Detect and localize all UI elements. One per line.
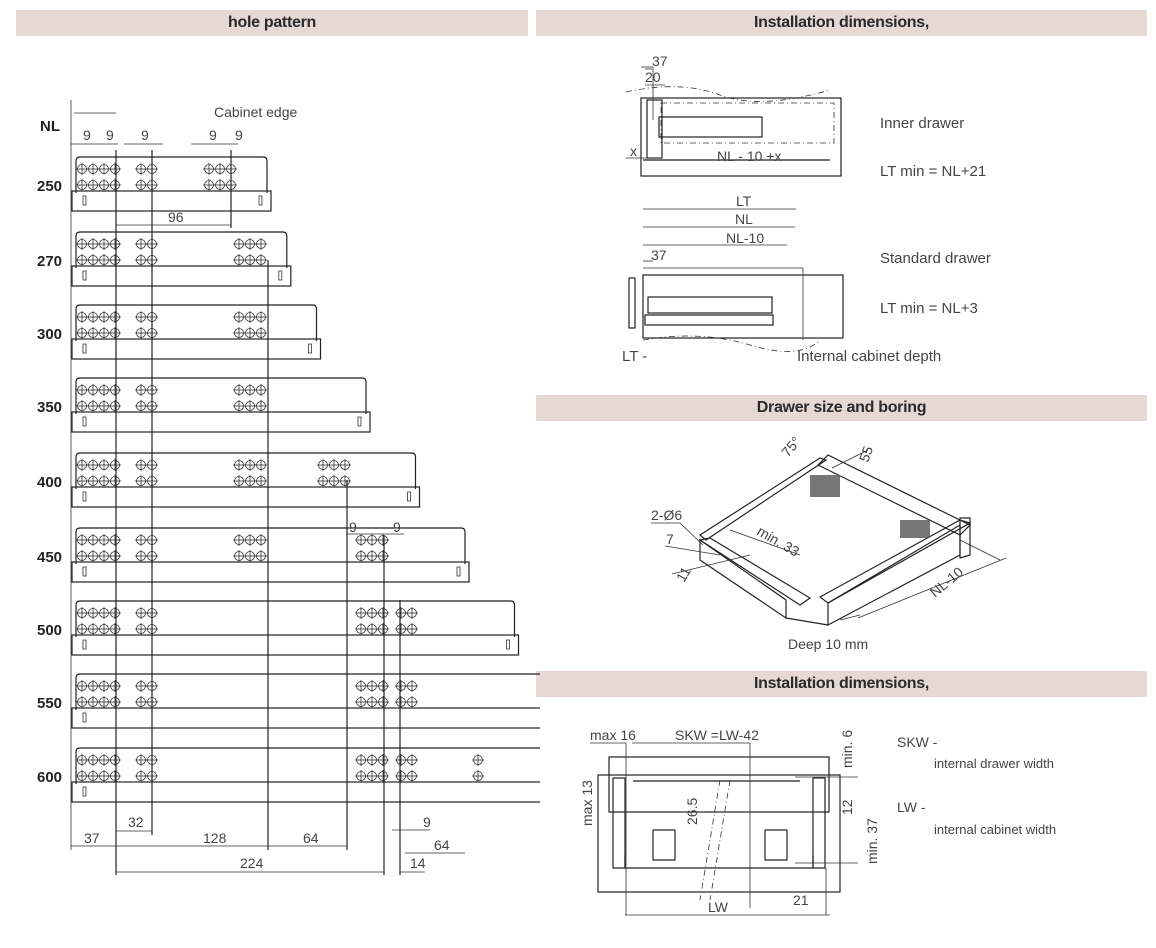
hinge-right [900, 520, 930, 538]
row-label-nl: 450 [37, 549, 62, 566]
nl-header: NL [40, 118, 60, 135]
slide-rail [71, 561, 470, 583]
slide-plate [75, 304, 318, 341]
dim-64: 64 [434, 837, 450, 853]
cabinet-section [597, 774, 841, 893]
lt-min-standard: LT min = NL+3 [880, 300, 978, 317]
slide-rail [71, 411, 371, 433]
hole-pattern-diagram: NL Cabinet edge 9 9 9 9 9 250 270 300 350 40… [37, 100, 540, 875]
dim-9: 9 [235, 127, 243, 143]
dim-9: 9 [349, 519, 357, 535]
cabinet-outline [640, 97, 842, 177]
dim-11: 11 [673, 564, 694, 585]
slide-plate [75, 156, 268, 193]
dim-min-33: min. 33 [755, 523, 803, 560]
dim-nl: NL [735, 211, 753, 227]
standard-drawer-label: Standard drawer [880, 250, 991, 267]
slide-rail [71, 634, 520, 656]
slide-profile-left [652, 829, 676, 861]
skw-key: SKW - [897, 734, 938, 750]
drawer-isometric [651, 449, 1007, 626]
lw-key: LW - [897, 799, 926, 815]
dim-14: 14 [410, 855, 426, 871]
slide-rail [71, 781, 540, 803]
dim-lt: LT [736, 193, 752, 209]
dim-128: 128 [203, 830, 227, 846]
dim-min-6: min. 6 [839, 730, 855, 768]
dim-9: 9 [83, 127, 91, 143]
dim-37: 37 [84, 830, 100, 846]
deep-10mm-label: Deep 10 mm [788, 636, 868, 652]
slide-rail [71, 707, 540, 729]
header-installation-dimensions-top: Installation dimensions, [536, 10, 1147, 36]
internal-cabinet-depth-label: Internal cabinet depth [797, 348, 941, 365]
dim-32: 32 [128, 814, 144, 830]
dim-nl-10-x: NL - 10 +x [717, 148, 781, 164]
dim-lw: LW [708, 899, 729, 915]
header-installation-dimensions-bottom: Installation dimensions, [536, 671, 1147, 697]
cabinet-edge-label: Cabinet edge [214, 104, 298, 120]
dim-7: 7 [666, 531, 674, 547]
row-label-nl: 350 [37, 399, 62, 416]
dim-37: 37 [651, 247, 667, 263]
dim-26-5: 26.5 [684, 798, 700, 825]
dim-9: 9 [209, 127, 217, 143]
row-label-nl: 400 [37, 474, 62, 491]
slide-plate [75, 527, 466, 564]
slide-plate [75, 377, 367, 414]
dim-9: 9 [423, 814, 431, 830]
slide-plate [75, 600, 516, 637]
hinge-left [810, 475, 840, 497]
slide-plate [75, 747, 540, 784]
dim-96: 96 [168, 209, 184, 225]
inner-drawer-label: Inner drawer [880, 115, 964, 132]
dim-9: 9 [393, 519, 401, 535]
dim-skw-eq: SKW =LW-42 [675, 727, 759, 743]
row-label-nl: 300 [37, 326, 62, 343]
row-label-nl: 600 [37, 769, 62, 786]
row-label-nl: 270 [37, 253, 62, 270]
slide-rail [658, 116, 763, 138]
row-label-nl: 500 [37, 622, 62, 639]
slide-profile-right [764, 829, 788, 861]
dim-21: 21 [793, 892, 809, 908]
lt-min-inner: LT min = NL+21 [880, 163, 986, 180]
lw-description: internal cabinet width [934, 822, 1056, 837]
header-hole-pattern: hole pattern [16, 10, 528, 36]
dim-nl-10: NL-10 [927, 563, 967, 600]
row-label-nl: 250 [37, 178, 62, 195]
skw-description: internal drawer width [934, 756, 1054, 771]
dim-224: 224 [240, 855, 264, 871]
dim-9: 9 [141, 127, 149, 143]
slide-plate [75, 452, 417, 489]
dim-min-37: min. 37 [864, 818, 880, 864]
lt-key: LT - [622, 348, 647, 365]
dim-nl-10: NL-10 [726, 230, 764, 246]
slide-plate [75, 231, 288, 268]
dim-max-16: max 16 [590, 727, 636, 743]
dim-max-13: max 13 [579, 780, 595, 826]
slide-rail [71, 190, 272, 212]
row-label-nl: 550 [37, 695, 62, 712]
dim-37: 37 [652, 53, 668, 69]
dim-20: 20 [645, 69, 661, 85]
dim-holes-2-d6: 2-Ø6 [651, 507, 682, 523]
header-drawer-size-boring: Drawer size and boring [536, 395, 1147, 421]
dim-75-degrees: 75° [778, 433, 804, 460]
dim-9: 9 [106, 127, 114, 143]
slide-plate [75, 673, 540, 710]
dim-x: x [630, 143, 637, 159]
slide-rail [71, 265, 292, 287]
dim-55: 55 [856, 444, 876, 464]
dim-64: 64 [303, 830, 319, 846]
dim-12: 12 [839, 799, 855, 815]
slide-rail [71, 338, 322, 360]
slide-rail [71, 486, 421, 508]
